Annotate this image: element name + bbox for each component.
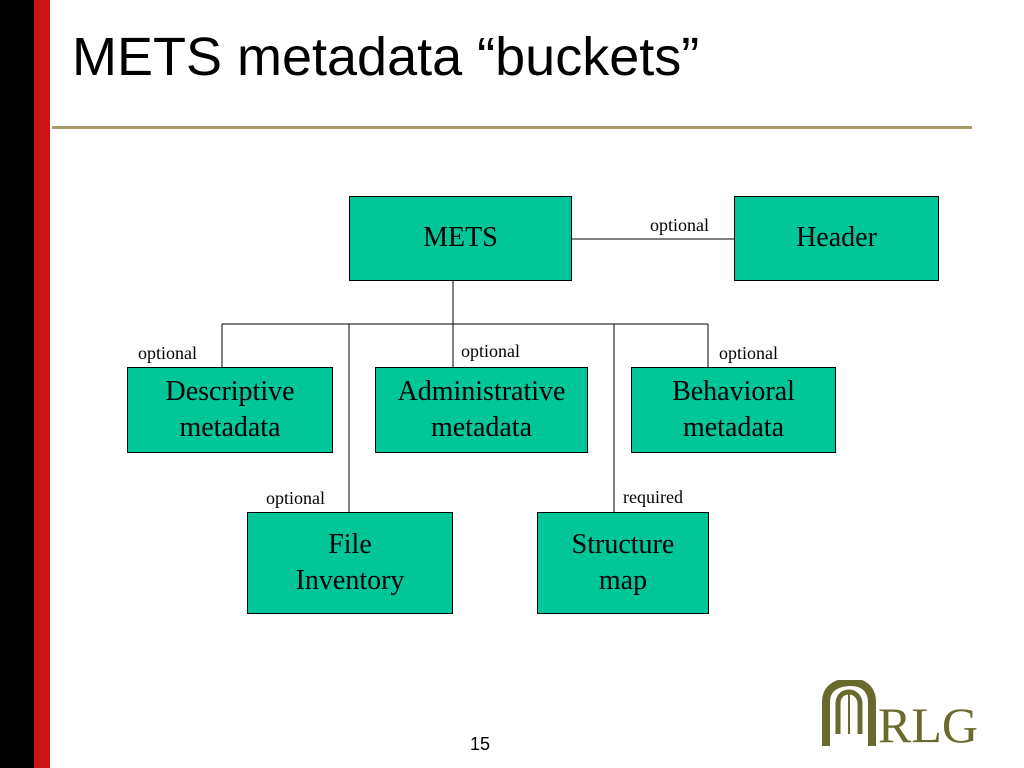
header-edge-label: optional [650,215,709,235]
mets-box: METS [349,196,572,281]
administrative-metadata-box: Administrative metadata [375,367,588,453]
behavioral-label-line1: Behavioral [672,375,795,407]
title-divider [52,126,972,129]
slide-title: METS metadata “buckets” [72,27,700,87]
left-black-bar [0,0,34,768]
left-red-bar [34,0,50,768]
administrative-label-line1: Administrative [397,375,566,407]
descriptive-label-line1: Descriptive [165,375,295,407]
svg-text:RLG: RLG [878,697,978,750]
page-number: 15 [470,734,491,754]
file-inventory-label-line2: Inventory [295,565,405,596]
structure-map-edge-label: required [623,487,683,507]
descriptive-edge-label: optional [138,343,197,363]
behavioral-edge-label: optional [719,343,778,363]
file-inventory-box: File Inventory [247,512,453,614]
behavioral-label-line2: metadata [682,412,785,443]
structure-map-label-line2: map [598,565,648,596]
descriptive-metadata-box: Descriptive metadata [127,367,333,453]
file-inventory-edge-label: optional [266,488,325,508]
administrative-label-line2: metadata [430,412,533,443]
structure-map-box: Structure map [537,512,709,614]
file-inventory-label-line1: File [328,528,372,560]
behavioral-metadata-box: Behavioral metadata [631,367,836,453]
descriptive-label-line2: metadata [179,412,281,443]
header-box: Header [734,196,939,281]
rlg-logo: RLG [822,680,978,750]
administrative-edge-label: optional [461,341,520,361]
structure-map-label-line1: Structure [571,528,675,560]
mets-label: METS [423,222,498,254]
header-label: Header [796,222,877,254]
